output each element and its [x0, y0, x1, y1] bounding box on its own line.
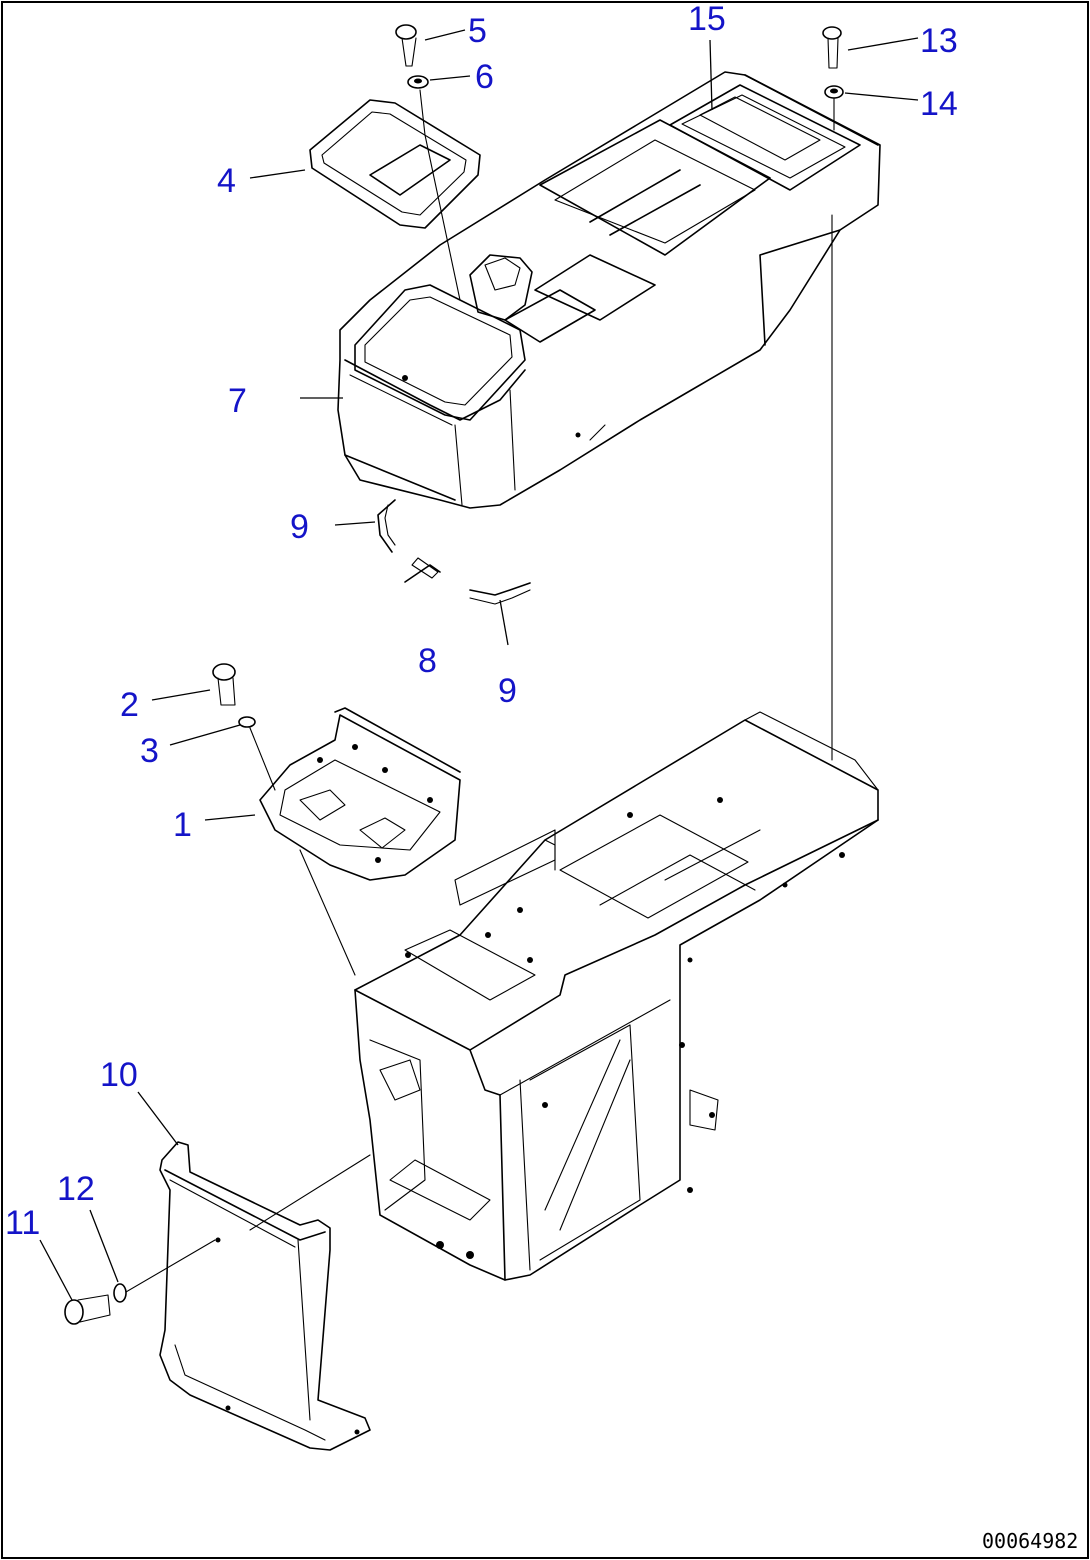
leader-12 — [89, 1209, 119, 1283]
callout-2: 2 — [120, 686, 139, 724]
bolt-axis-line-2 — [249, 727, 276, 791]
leader-3 — [169, 724, 241, 746]
callout-6: 6 — [475, 58, 494, 96]
leader-1 — [204, 814, 256, 821]
alignment-line-10 — [249, 1154, 371, 1231]
leader-13 — [847, 37, 919, 51]
callout-9-upper: 9 — [290, 508, 309, 546]
callout-14: 14 — [920, 85, 958, 123]
console-cover-part-7 — [337, 71, 881, 509]
bolt-part-11 — [64, 1294, 111, 1325]
callout-1: 1 — [173, 806, 192, 844]
clip-part-8 — [404, 557, 441, 583]
alignment-line-1 — [299, 849, 356, 976]
washer-part-14 — [824, 85, 844, 99]
bolt-part-2 — [212, 663, 236, 706]
callout-12: 12 — [57, 1170, 95, 1208]
leader-9a — [334, 521, 376, 526]
leader-9b — [499, 599, 509, 646]
washer-part-12 — [113, 1283, 127, 1303]
leader-10 — [137, 1091, 179, 1146]
callout-4: 4 — [217, 162, 236, 200]
leader-2 — [151, 689, 211, 701]
leader-11 — [39, 1239, 73, 1301]
callout-3: 3 — [140, 732, 159, 770]
bracket-plate-part-1 — [259, 707, 461, 881]
drawing-number: 00064982 — [982, 1529, 1078, 1553]
grommet-part-9-lower — [469, 582, 531, 605]
cover-plate-part-4 — [309, 99, 481, 229]
washer-part-3 — [238, 716, 256, 728]
callout-13: 13 — [920, 22, 958, 60]
callout-15: 15 — [688, 0, 726, 38]
bolt-axis-line-5 — [419, 89, 461, 301]
leader-14 — [844, 92, 919, 101]
bolt-part-5 — [395, 24, 417, 67]
callout-9-lower: 9 — [498, 672, 517, 710]
leader-15 — [709, 39, 713, 111]
leader-6 — [429, 75, 471, 81]
leader-5 — [424, 29, 466, 41]
washer-part-6 — [407, 75, 429, 89]
callout-10: 10 — [100, 1056, 138, 1094]
callout-5: 5 — [468, 12, 487, 50]
bolt-axis-line-11 — [125, 1239, 216, 1293]
side-cover-part-10 — [159, 1141, 371, 1451]
console-frame — [354, 711, 879, 1281]
callout-7: 7 — [228, 382, 247, 420]
callout-8: 8 — [418, 642, 437, 680]
leader-4 — [249, 169, 306, 179]
grommet-part-9-upper — [377, 499, 396, 553]
callout-11: 11 — [5, 1204, 40, 1242]
bolt-part-13 — [822, 26, 842, 69]
